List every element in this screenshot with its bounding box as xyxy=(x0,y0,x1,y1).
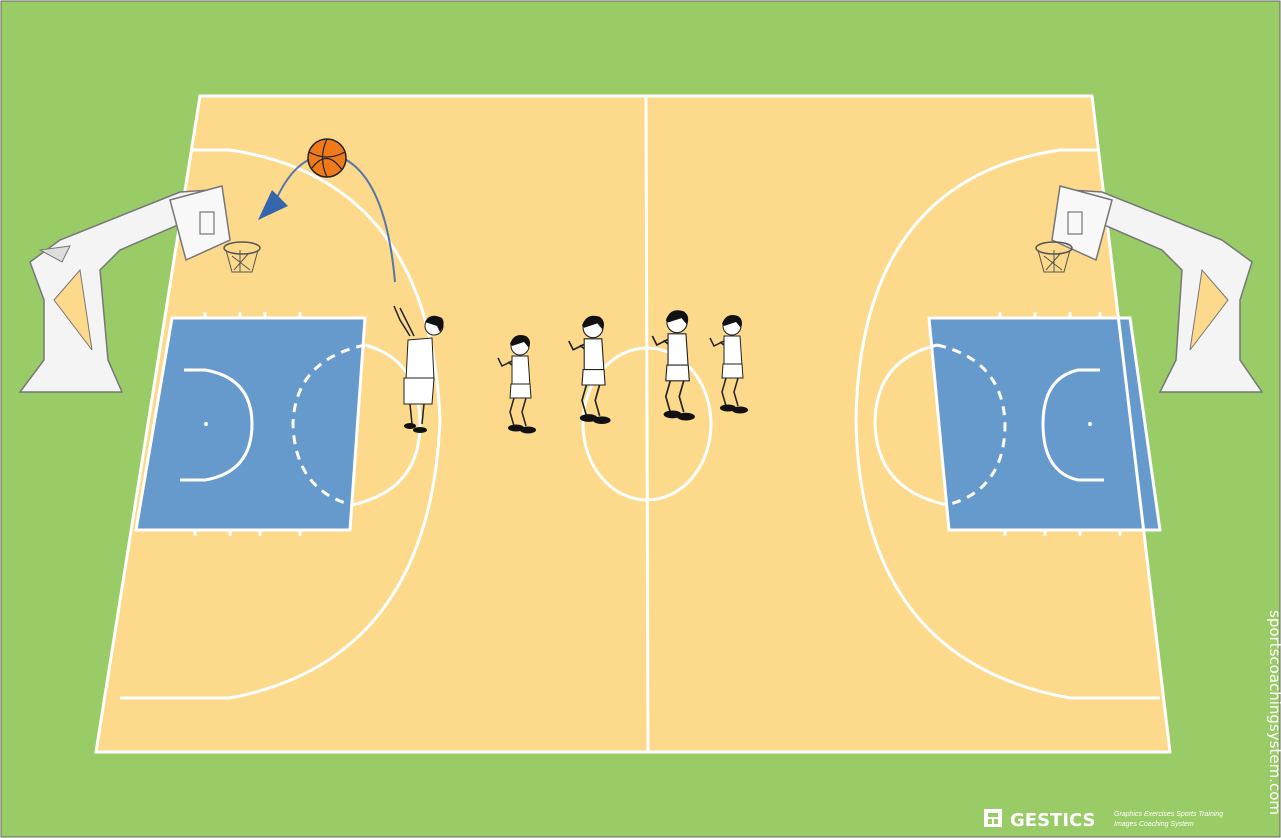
gestics-logo xyxy=(984,809,1002,827)
gestics-logo-icon xyxy=(984,809,1002,827)
brand-tagline-1: Graphics Exercises Sports Training xyxy=(1114,811,1223,818)
brand-name: GESTICS xyxy=(1010,810,1096,831)
half-court-line xyxy=(646,96,648,752)
basketball-icon xyxy=(308,139,346,177)
brand-tagline-2: Images Coaching System xyxy=(1114,821,1194,828)
watermark-url: sportscoachingsystem.com xyxy=(1266,610,1281,815)
